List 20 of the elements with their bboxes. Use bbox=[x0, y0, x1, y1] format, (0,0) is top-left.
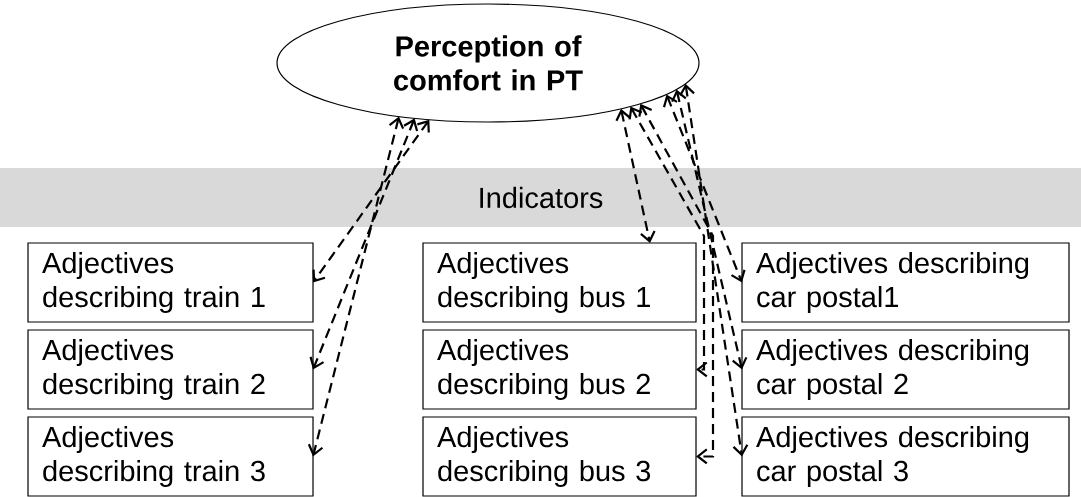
arrow bbox=[615, 108, 656, 243]
arrow bbox=[307, 116, 405, 457]
text-box: Adjectives describing car postal 3 bbox=[741, 416, 1070, 497]
text-box: Adjectives describing train 2 bbox=[27, 329, 314, 410]
text-box: Adjectives describing bus 2 bbox=[422, 329, 697, 410]
arrow bbox=[662, 94, 746, 283]
text-box: Adjectives describing car postal1 bbox=[741, 242, 1070, 323]
arrow bbox=[671, 89, 748, 370]
arrow bbox=[679, 83, 749, 457]
arrow bbox=[312, 119, 430, 283]
ellipse-node: Perception of comfort in PT bbox=[276, 3, 700, 123]
arrow bbox=[638, 103, 715, 465]
text-box: Adjectives describing car postal 2 bbox=[741, 329, 1070, 410]
arrow bbox=[628, 106, 708, 378]
text-box: Adjectives describing bus 1 bbox=[422, 242, 697, 323]
arrow bbox=[309, 118, 419, 370]
text-box: Adjectives describing train 1 bbox=[27, 242, 314, 323]
text-box: Adjectives describing bus 3 bbox=[422, 416, 697, 497]
band-label: Indicators bbox=[480, 186, 603, 209]
text-box: Adjectives describing train 3 bbox=[27, 416, 314, 497]
